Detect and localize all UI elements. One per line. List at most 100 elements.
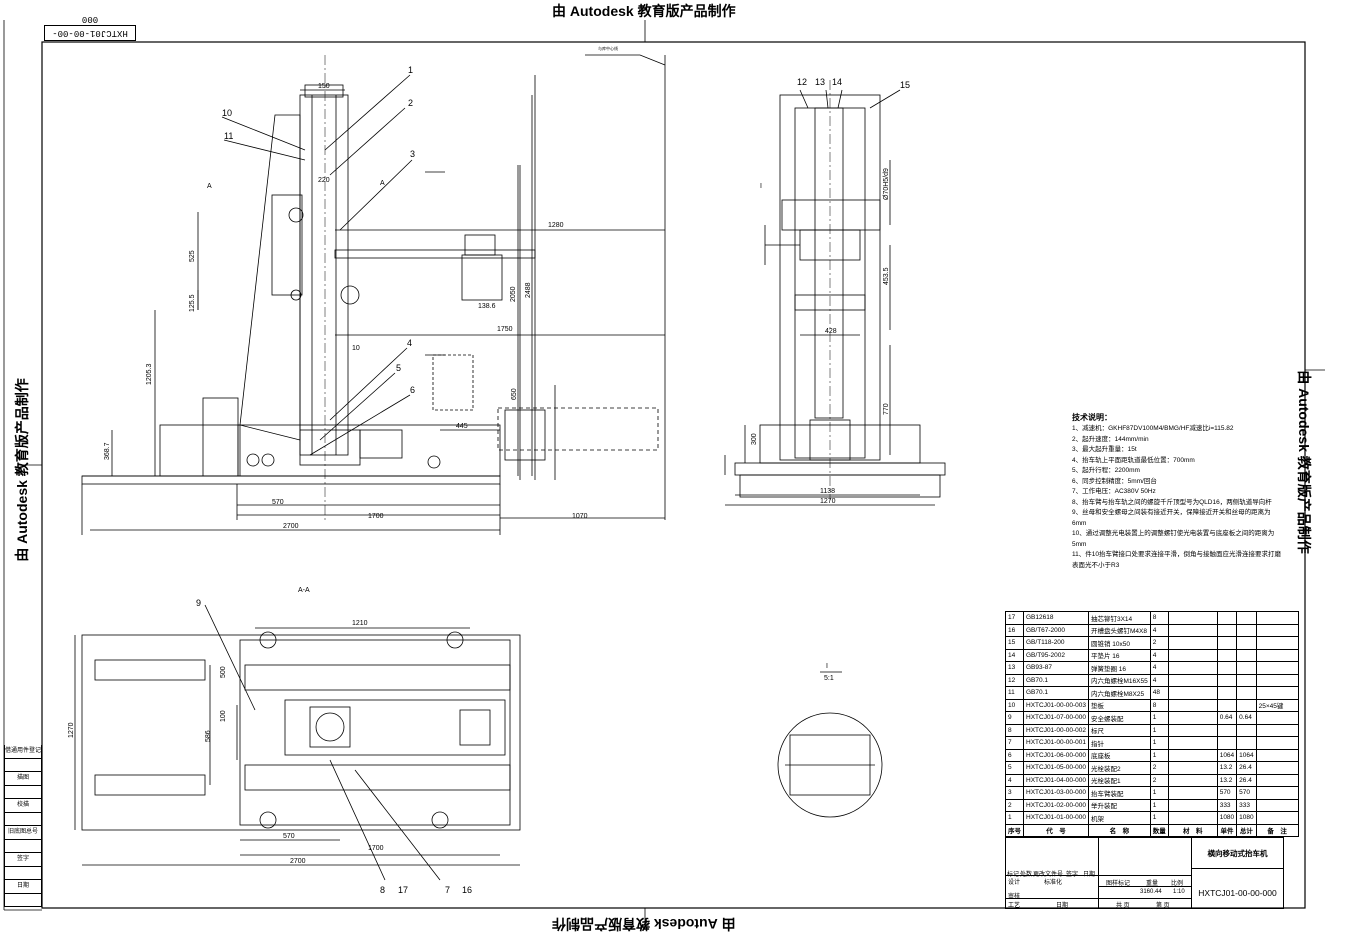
bom-cell: 平垫片 16 [1087,648,1151,662]
bom-cell: 17 [1005,611,1024,625]
technical-note: 6、同步控制精度：5mm/回台 [1072,477,1157,485]
dim: 368.7 [104,442,111,460]
scale-value: 1:10 [1173,889,1185,895]
bom-cell: 1 [1149,811,1169,825]
balloon: 4 [407,338,412,348]
detail-view-I [777,671,883,818]
dim: 1280 [548,222,564,229]
balloon: 7 [445,885,450,895]
bom-cell [1167,811,1218,825]
bom-cell: 圆锥销 10x50 [1087,636,1151,650]
bom-cell: HXTCJ01-02-00-000 [1023,798,1089,812]
bom-cell: 13.2 [1216,761,1238,775]
technical-note: 4、抬车轨上平面距轨道最低位置：700mm [1072,456,1195,464]
technical-notes-title: 技术说明： [1072,413,1112,422]
bom-cell: HXTCJ01-00-00-001 [1023,736,1089,750]
bom-cell: 2 [1149,761,1169,775]
dim: 570 [283,833,295,840]
technical-note: 3、最大起升重量：15t [1072,446,1137,453]
bom-cell: 13.2 [1216,773,1238,787]
dim: 2488 [525,282,532,298]
balloon: 16 [462,885,472,895]
bom-cell [1216,661,1238,675]
balloon: 5 [396,363,401,373]
side-strip-blank [4,840,42,853]
bom-cell [1167,711,1218,725]
section-mark: A [207,183,212,190]
label-process: 工艺 [1008,903,1021,909]
bom-cell [1236,736,1257,750]
bom-cell [1255,761,1299,775]
bom-cell: 举升装配 [1087,798,1151,812]
bom-cell: 13 [1005,661,1024,675]
gear-motor [299,429,361,466]
bom-cell [1216,636,1238,650]
side-strip-label: 描图 [4,772,42,786]
product-name: 横向移动式抬车机 [1207,849,1268,858]
technical-note: 5、起升行程：2200mm [1072,467,1140,474]
bom-cell [1255,773,1299,787]
dim: 586 [205,730,212,742]
label-check: 审核 [1008,894,1021,900]
technical-note: 8、抬车臂与抬车轨之间的螺旋千斤顶型号为QLD16，两侧轨道导向杆 [1072,498,1272,506]
label-scale: 比例 [1171,881,1184,887]
dim: 445 [456,423,468,430]
bom-cell [1255,723,1299,737]
centerline-note: 与库中心线 [598,45,618,51]
side-strip-blank [4,867,42,880]
bom-cell: 1 [1149,711,1169,725]
bom-cell: 4 [1149,661,1169,675]
bom-cell [1255,736,1299,750]
dim: 2050 [510,286,517,302]
bom-cell [1167,761,1218,775]
dim: 1205.3 [146,363,153,385]
balloon: 9 [196,598,201,608]
bom-cell: 4 [1005,773,1024,787]
bom-cell: 1 [1149,736,1169,750]
side-strip-blank [4,759,42,772]
label-std: 标准化 [1044,880,1063,886]
title-block: 标记 处数 更改文件号 签字 日期 设计 标准化 审核 工艺 日期 图样标记 重… [1005,837,1284,909]
bom-cell: 25×45键 [1255,698,1299,712]
bom-cell: 8 [1149,611,1169,625]
bom-cell [1236,623,1257,637]
technical-note: 2、起升速度：144mm/min [1072,435,1149,443]
bom-cell [1236,673,1257,687]
bom-cell [1236,723,1257,737]
bom-cell [1216,623,1238,637]
dim: 570 [272,499,284,506]
bom-cell: 2 [1005,798,1024,812]
bom-cell [1216,611,1238,625]
bom-cell: 8 [1149,698,1169,712]
label-stage: 图样标记 [1106,881,1131,887]
balloon: 14 [832,77,842,87]
bom-cell: 底座板 [1087,748,1151,762]
bom-cell: 333 [1216,798,1238,812]
bom-cell [1255,623,1299,637]
bom-cell: 4 [1149,648,1169,662]
side-strip-blank [4,813,42,826]
bom-cell [1167,623,1218,637]
technical-note: 10、通过调整光电装置上的调整螺钉使光电装置与底座板之间的距离为5mm [1072,530,1275,548]
bom-cell: 1080 [1216,811,1238,825]
bom-cell: 2 [1149,773,1169,787]
technical-notes: 技术说明： 1、减速机：GKHF87DV100M4/BMG/HF减速比i=115… [1072,412,1284,571]
bom-cell [1236,611,1257,625]
dim: 1270 [68,722,75,738]
bom-cell: 垫板 [1087,698,1151,712]
side-view [724,80,946,506]
bom-cell [1255,748,1299,762]
bom-cell: 5 [1005,761,1024,775]
bom-cell: GB93-87 [1023,661,1089,675]
bom-cell [1255,786,1299,800]
bom-cell: 1 [1149,748,1169,762]
